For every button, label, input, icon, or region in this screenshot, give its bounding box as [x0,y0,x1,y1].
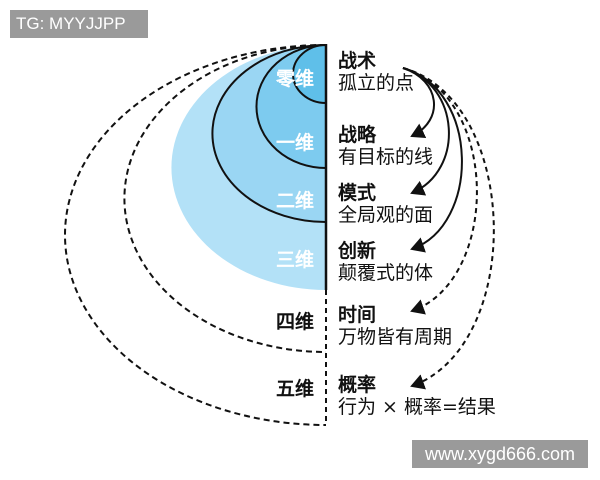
level-1-text: 战略 有目标的线 [338,124,433,168]
arrow-to-innovation [402,67,463,253]
dimension-label-3: 三维 [276,249,315,271]
level-title: 模式 [338,182,377,204]
level-2-text: 模式 全局观的面 [338,182,433,226]
watermark-bottom-right: www.xygd666.com [412,440,588,468]
dimension-label-5: 五维 [276,378,315,400]
arrow-to-probability [402,67,495,390]
level-4-text: 时间 万物皆有周期 [338,304,452,348]
level-desc: 万物皆有周期 [338,326,453,348]
ellipse-dim0 [292,43,327,105]
level-3-text: 创新 颠覆式的体 [338,240,433,284]
level-5-text: 概率 行为 × 概率=结果 [338,374,496,418]
level-title: 战略 [338,124,377,146]
level-desc: 颠覆式的体 [338,262,434,284]
level-title: 概率 [338,374,377,396]
level-desc: 行为 × 概率=结果 [338,396,496,418]
dimension-label-1: 一维 [276,132,315,154]
level-desc: 全局观的面 [338,204,434,226]
arrow-to-time [402,67,478,315]
level-0-text: 战术 孤立的点 [338,50,414,94]
dimension-label-4: 四维 [276,311,315,333]
level-title: 战术 [338,50,377,72]
level-title: 创新 [338,240,377,262]
dimension-label-2: 二维 [276,190,315,212]
dimension-label-0: 零维 [276,68,315,90]
watermark-top-left: TG: MYYJJPP [10,10,148,38]
level-title: 时间 [338,304,377,326]
level-desc: 有目标的线 [338,146,434,168]
ellipse-dim5 [64,44,327,426]
level-desc: 孤立的点 [338,72,415,94]
ellipse-dim4 [123,44,327,353]
